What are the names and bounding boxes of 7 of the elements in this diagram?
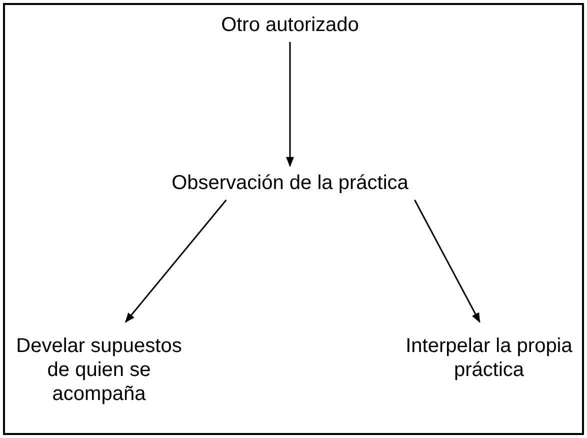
arrow xyxy=(124,200,227,323)
node-text: Interpelar la propia práctica xyxy=(396,322,582,394)
arrow xyxy=(286,42,294,167)
arrow xyxy=(414,200,480,323)
node-text: Otro autorizado xyxy=(190,8,390,42)
node-text: Observación de la práctica xyxy=(145,166,435,200)
node-text: Develar supuestos de quien se acompaña xyxy=(4,322,194,418)
